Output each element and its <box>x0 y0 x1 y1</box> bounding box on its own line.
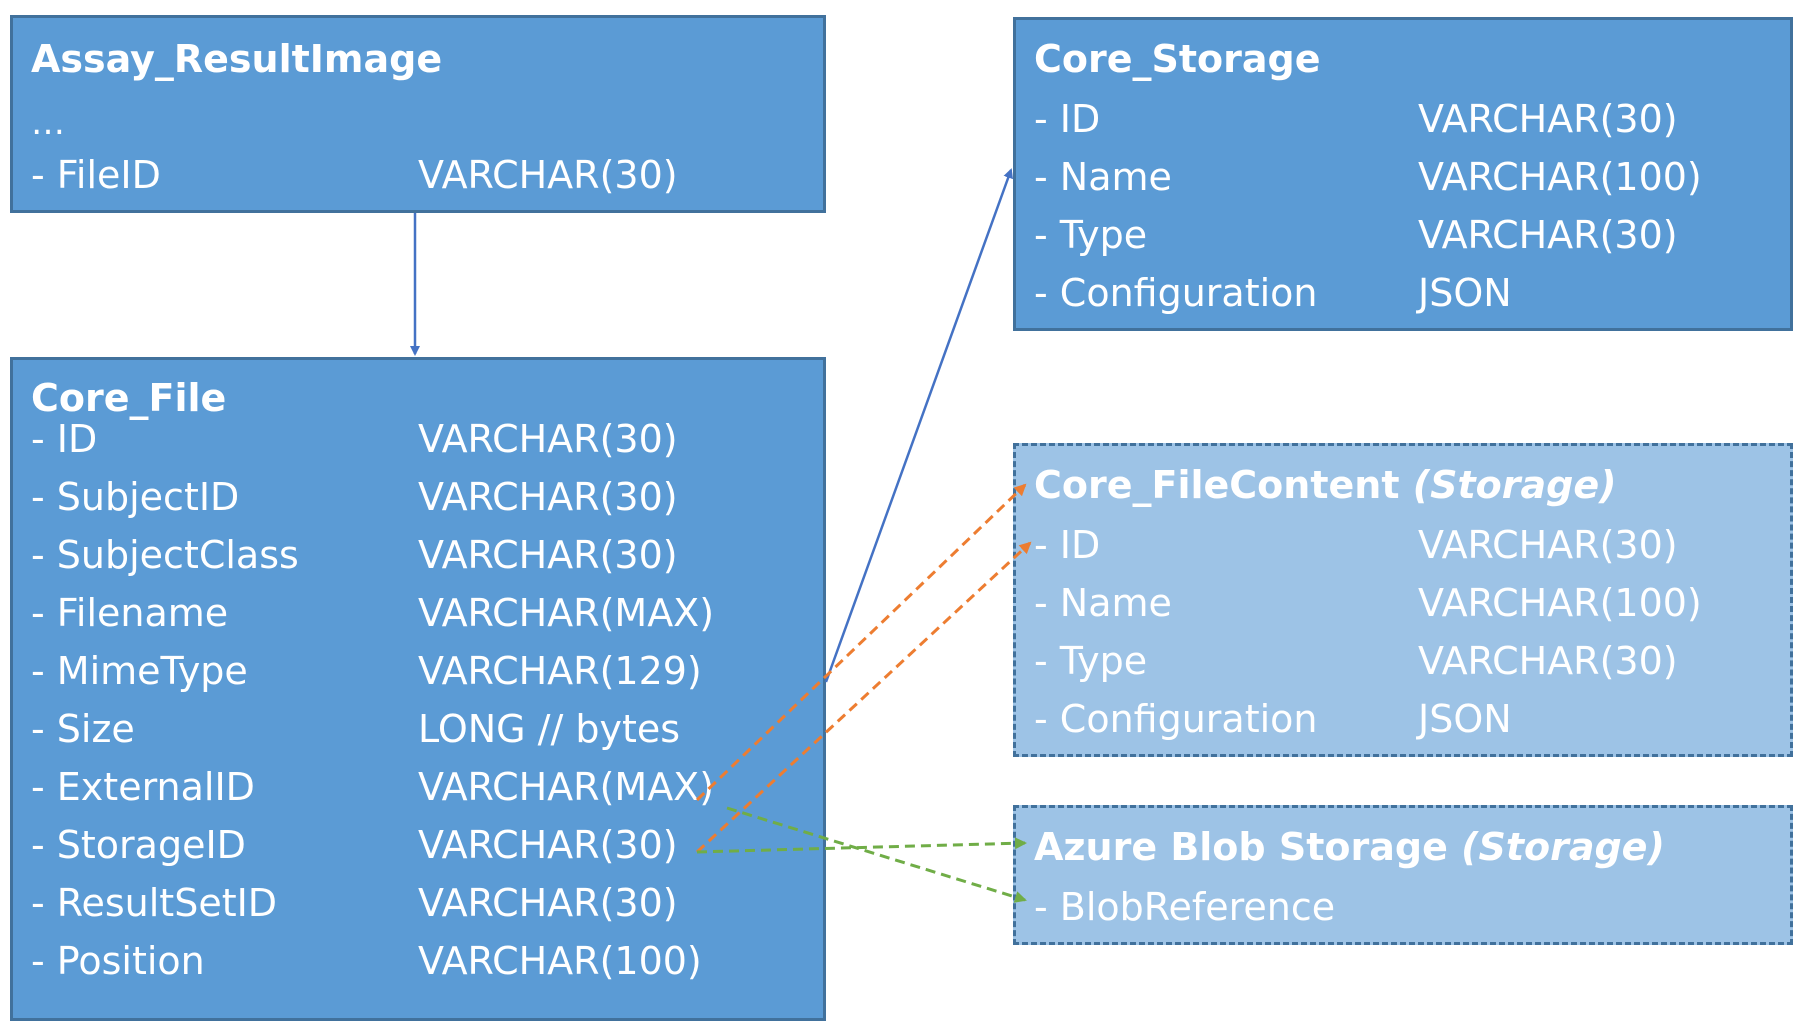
field-name: - ID <box>31 417 98 461</box>
field-name: - ID <box>1034 97 1101 141</box>
field-name: - SubjectClass <box>31 533 299 577</box>
field-type: VARCHAR(30) <box>1418 523 1678 567</box>
entity-title: Azure Blob Storage (Storage) <box>1034 828 1665 866</box>
field-row: - ExternalID VARCHAR(MAX) <box>13 758 823 816</box>
entity-title: Core_Storage <box>1034 40 1321 78</box>
entity-core-filecontent: Core_FileContent (Storage) - ID VARCHAR(30… <box>1013 443 1793 757</box>
field-name: - BlobReference <box>1034 885 1336 929</box>
field-name: - FileID <box>31 153 161 197</box>
field-row: - Type VARCHAR(30) <box>1016 206 1790 264</box>
ellipsis-text: … <box>31 103 65 143</box>
field-type: VARCHAR(30) <box>418 823 678 867</box>
field-type: VARCHAR(100) <box>418 939 702 983</box>
field-name: - Name <box>1034 581 1172 625</box>
field-type: VARCHAR(30) <box>1418 639 1678 683</box>
link-file-to-storage <box>824 168 1013 683</box>
field-name: - Configuration <box>1034 271 1318 315</box>
field-row-fileid: - FileID VARCHAR(30) <box>13 146 823 204</box>
entity-title-qualifier: (Storage) <box>1412 463 1617 507</box>
field-row: - Configuration JSON <box>1016 690 1790 748</box>
field-type: VARCHAR(30) <box>1418 213 1678 257</box>
field-name: - ExternalID <box>31 765 255 809</box>
field-type: VARCHAR(30) <box>418 417 678 461</box>
field-row: - Position VARCHAR(100) <box>13 932 823 990</box>
field-row: - Filename VARCHAR(MAX) <box>13 584 823 642</box>
field-type: VARCHAR(100) <box>1418 581 1702 625</box>
field-type: JSON <box>1418 271 1512 315</box>
field-row: - Configuration JSON <box>1016 264 1790 322</box>
field-row: - BlobReference <box>1016 878 1790 936</box>
entity-title: Core_File <box>31 379 226 417</box>
field-row: - Name VARCHAR(100) <box>1016 574 1790 632</box>
entity-title: Core_FileContent (Storage) <box>1034 466 1616 504</box>
field-name: - Type <box>1034 639 1148 683</box>
entity-title-qualifier: (Storage) <box>1461 825 1665 869</box>
field-type: JSON <box>1418 697 1512 741</box>
entity-assay-resultimage: Assay_ResultImage … - FileID VARCHAR(30) <box>10 15 826 213</box>
field-name: - SubjectID <box>31 475 240 519</box>
entity-core-file: Core_File- ID VARCHAR(30) - SubjectID VARCH… <box>10 357 826 1021</box>
field-row: - Size LONG // bytes <box>13 700 823 758</box>
field-type: VARCHAR(MAX) <box>418 591 715 635</box>
field-row: - ID VARCHAR(30) <box>1016 516 1790 574</box>
field-name: - MimeType <box>31 649 248 693</box>
field-name: - StorageID <box>31 823 246 867</box>
field-type: VARCHAR(30) <box>1418 97 1678 141</box>
field-row: - ID VARCHAR(30) <box>13 410 823 468</box>
field-row: - Type VARCHAR(30) <box>1016 632 1790 690</box>
field-type: VARCHAR(30) <box>418 475 678 519</box>
field-row: - SubjectID VARCHAR(30) <box>13 468 823 526</box>
field-row: - Name VARCHAR(100) <box>1016 148 1790 206</box>
field-row: - ResultSetID VARCHAR(30) <box>13 874 823 932</box>
field-type: VARCHAR(30) <box>418 881 678 925</box>
field-row: - ID VARCHAR(30) <box>1016 90 1790 148</box>
field-type: VARCHAR(30) <box>418 153 678 197</box>
field-name: - Name <box>1034 155 1172 199</box>
field-name: - Size <box>31 707 135 751</box>
field-type: VARCHAR(100) <box>1418 155 1702 199</box>
entity-title-text: Azure Blob Storage <box>1034 825 1448 869</box>
entity-azure-blob-storage: Azure Blob Storage (Storage) - BlobRefere… <box>1013 805 1793 945</box>
field-name: - Type <box>1034 213 1148 257</box>
entity-title-text: Core_Storage <box>1034 37 1321 81</box>
field-name: - Configuration <box>1034 697 1318 741</box>
entity-title: Assay_ResultImage <box>31 37 443 81</box>
entity-title-text: Core_FileContent <box>1034 463 1400 507</box>
field-row: - SubjectClass VARCHAR(30) <box>13 526 823 584</box>
field-type: VARCHAR(MAX) <box>418 765 715 809</box>
field-type: VARCHAR(30) <box>418 533 678 577</box>
field-name: - Filename <box>31 591 229 635</box>
field-type: VARCHAR(129) <box>418 649 702 693</box>
entity-title-text: Core_File <box>31 376 227 420</box>
field-name: - ID <box>1034 523 1101 567</box>
field-row: - StorageID VARCHAR(30) <box>13 816 823 874</box>
field-name: - ResultSetID <box>31 881 278 925</box>
field-row: - MimeType VARCHAR(129) <box>13 642 823 700</box>
field-name: - Position <box>31 939 205 983</box>
field-type: LONG // bytes <box>418 707 681 751</box>
